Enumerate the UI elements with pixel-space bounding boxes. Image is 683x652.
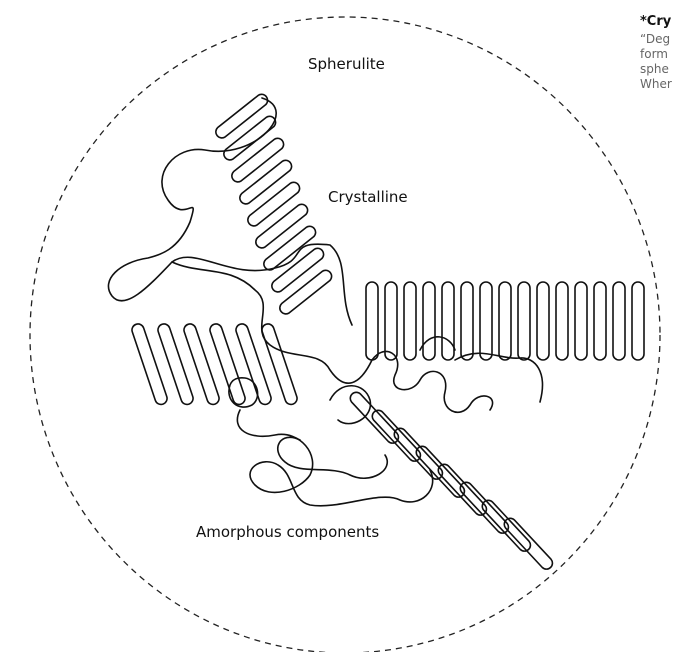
lamella-fold — [613, 282, 625, 360]
lamella-fold — [262, 324, 297, 404]
lamella-fold — [537, 282, 549, 360]
crystalline-lamellae-lower — [350, 392, 552, 569]
lamella-fold — [350, 392, 398, 443]
lamella-fold — [248, 182, 300, 226]
lamella-fold — [240, 160, 292, 204]
lamella-fold — [416, 446, 464, 497]
amorphous-chain-loop-middle — [278, 386, 387, 478]
lamella-fold — [366, 282, 378, 360]
lamella-fold — [404, 282, 416, 360]
label-crystalline: Crystalline — [328, 188, 408, 206]
lamella-fold — [232, 138, 284, 182]
lamella-fold — [556, 282, 568, 360]
lamella-fold — [442, 282, 454, 360]
lamella-fold — [184, 324, 219, 404]
lamella-fold — [438, 464, 486, 515]
lamella-fold — [504, 518, 552, 569]
side-note-title: *Cry — [640, 14, 683, 29]
lamella-fold — [158, 324, 193, 404]
lamella-fold — [256, 204, 308, 248]
lamella-fold — [236, 324, 271, 404]
crystalline-lamellae-left — [132, 324, 297, 404]
lamella-fold — [480, 282, 492, 360]
amorphous-chain-tie-center — [172, 262, 493, 412]
crystalline-lamellae-diagonal — [216, 94, 332, 314]
lamella-fold — [224, 116, 276, 160]
lamella-fold — [264, 226, 316, 270]
side-note-line-4: Wher — [640, 77, 683, 92]
lamella-fold — [210, 324, 245, 404]
lamella-fold — [575, 282, 587, 360]
lamella-fold — [518, 282, 530, 360]
lamella-fold — [499, 282, 511, 360]
lamella-fold — [216, 94, 268, 138]
side-note-line-3: sphe — [640, 62, 683, 77]
lamella-fold — [594, 282, 606, 360]
label-amorphous-components: Amorphous components — [196, 523, 379, 541]
side-note-line-1: “Deg — [640, 32, 683, 47]
side-note-line-2: form — [640, 47, 683, 62]
lamella-fold — [460, 482, 508, 533]
lamella-fold — [632, 282, 644, 360]
amorphous-chain-tie-right — [420, 337, 542, 402]
label-spherulite: Spherulite — [308, 55, 385, 73]
amorphous-chains — [108, 98, 542, 506]
lamella-fold — [272, 248, 324, 292]
lamella-fold — [423, 282, 435, 360]
spherulite-boundary — [30, 17, 660, 652]
lamella-fold — [461, 282, 473, 360]
lamella-fold — [482, 500, 530, 551]
lamella-fold — [280, 270, 332, 314]
lamella-fold — [394, 428, 442, 479]
lamella-fold — [132, 324, 167, 404]
lamella-fold — [372, 410, 420, 461]
side-note: *Cry “Deg form sphe Wher — [640, 14, 683, 92]
crystalline-lamellae-horizontal — [366, 282, 644, 360]
lamella-fold — [385, 282, 397, 360]
